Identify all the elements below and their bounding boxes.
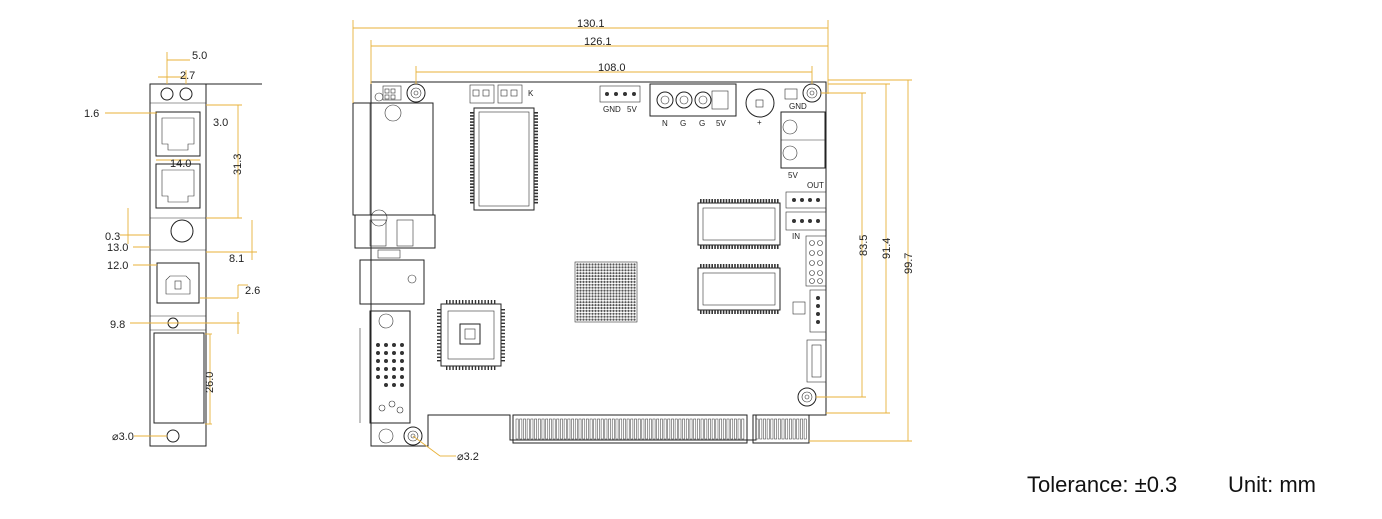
label-g1: G <box>680 119 686 128</box>
label-k: K <box>528 89 534 98</box>
dual-row-header <box>805 235 827 287</box>
dram-pins <box>700 199 779 314</box>
dim-26-0: 26.0 <box>204 372 216 393</box>
dim-83-5: 83.5 <box>858 235 870 256</box>
dim-99-7: 99.7 <box>903 253 915 274</box>
mount-hole-icon <box>160 87 174 101</box>
label-out: OUT <box>807 181 824 190</box>
pci-edge-connector-short <box>752 414 810 444</box>
label-n: N <box>662 119 668 128</box>
in-header <box>785 211 827 231</box>
label-5v-a: 5V <box>627 105 637 114</box>
mount-hole-icon <box>406 83 426 103</box>
mount-hole-icon <box>403 426 423 446</box>
qfp-pins <box>437 300 505 370</box>
qfp-chip <box>440 303 502 367</box>
label-in: IN <box>792 232 800 241</box>
bga-ball-grid <box>576 263 636 321</box>
dim-91-4: 91.4 <box>881 238 893 259</box>
label-5v-b: 5V <box>716 119 726 128</box>
side-connector <box>806 339 827 383</box>
dim-hole-3-2: ⌀3.2 <box>457 451 479 463</box>
db-connector <box>369 310 411 424</box>
dim-108-0: 108.0 <box>598 62 626 74</box>
power-header <box>599 85 641 103</box>
dim-5-0: 5.0 <box>192 50 207 62</box>
dim-14-0: 14.0 <box>170 158 191 170</box>
dim-12-0: 12.0 <box>107 260 128 272</box>
label-5v-c: 5V <box>788 171 798 180</box>
header-connector <box>469 84 495 104</box>
dim-0-3: 0.3 <box>105 231 120 243</box>
dram-chip <box>697 202 781 246</box>
side-dimension-lines <box>105 52 257 437</box>
dim-2-7: 2.7 <box>180 70 195 82</box>
mount-hole-icon <box>797 387 817 407</box>
molex-connector <box>649 83 737 117</box>
dim-3-0: 3.0 <box>213 117 228 129</box>
dim-130-1: 130.1 <box>577 18 605 30</box>
edge-pins <box>515 418 807 440</box>
db-connector-outline <box>153 332 205 424</box>
board-top-view: K GND 5V N G G 5V + GND 5V OUT <box>352 18 915 463</box>
audio-jack-icon <box>170 219 194 243</box>
header-pins <box>792 198 820 223</box>
db-pin-grid <box>376 343 404 414</box>
dim-9-8: 9.8 <box>110 319 125 331</box>
label-plus: + <box>757 118 762 127</box>
usb-connector <box>359 259 425 305</box>
side-view: 5.0 2.7 1.6 3.0 31.3 14.0 0.3 13.0 8.1 1… <box>84 50 262 447</box>
pci-edge-connector <box>512 414 748 444</box>
rj45-port-icon <box>155 111 201 157</box>
dim-31-3: 31.3 <box>232 154 244 175</box>
label-gnd-a: GND <box>603 105 621 114</box>
memory-pins <box>470 112 538 204</box>
battery-icon <box>745 88 775 118</box>
dram-chip <box>697 267 781 311</box>
usb-b-port-icon <box>156 262 200 304</box>
tolerance-note: Tolerance: ±0.3 <box>1027 472 1178 497</box>
label-gnd-b: GND <box>789 102 807 111</box>
dim-126-1: 126.1 <box>584 36 612 48</box>
mount-hole-icon <box>179 87 193 101</box>
dim-2-6: 2.6 <box>245 285 260 297</box>
single-row-header <box>809 289 827 333</box>
header-connector <box>497 84 523 104</box>
label-g2: G <box>699 119 705 128</box>
rj45-port-icon <box>155 163 201 209</box>
dim-hole-3-0: ⌀3.0 <box>112 431 134 443</box>
unit-note: Unit: mm <box>1228 472 1316 497</box>
mount-hole-icon <box>802 83 822 103</box>
board-dimension-lines <box>352 20 912 457</box>
rj45-block <box>352 102 434 216</box>
dim-8-1: 8.1 <box>229 253 244 265</box>
bottom-hole-icon <box>166 429 180 443</box>
dim-1-6: 1.6 <box>84 108 99 120</box>
bga-processor <box>574 261 638 323</box>
dim-13-0: 13.0 <box>107 242 128 254</box>
memory-chip <box>473 107 535 211</box>
bracket-plate <box>149 83 207 447</box>
out-header <box>785 191 827 209</box>
